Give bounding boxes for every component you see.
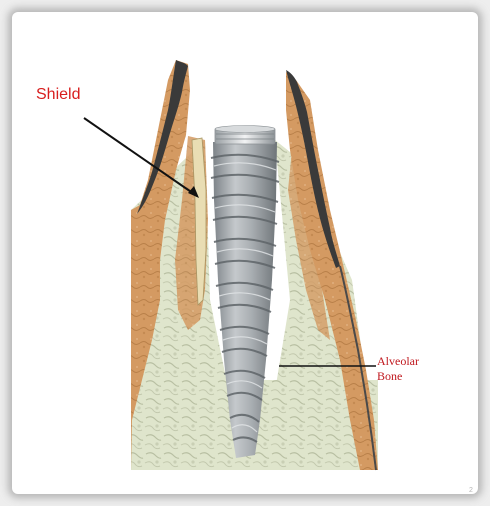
alveolar-bone-label-line1: Alveolar: [377, 354, 419, 369]
shield-label: Shield: [36, 86, 80, 104]
alveolar-bone-label-line2: Bone: [377, 369, 419, 384]
slide-number: 2: [469, 487, 473, 494]
alveolar-bone-label: Alveolar Bone: [377, 354, 419, 384]
